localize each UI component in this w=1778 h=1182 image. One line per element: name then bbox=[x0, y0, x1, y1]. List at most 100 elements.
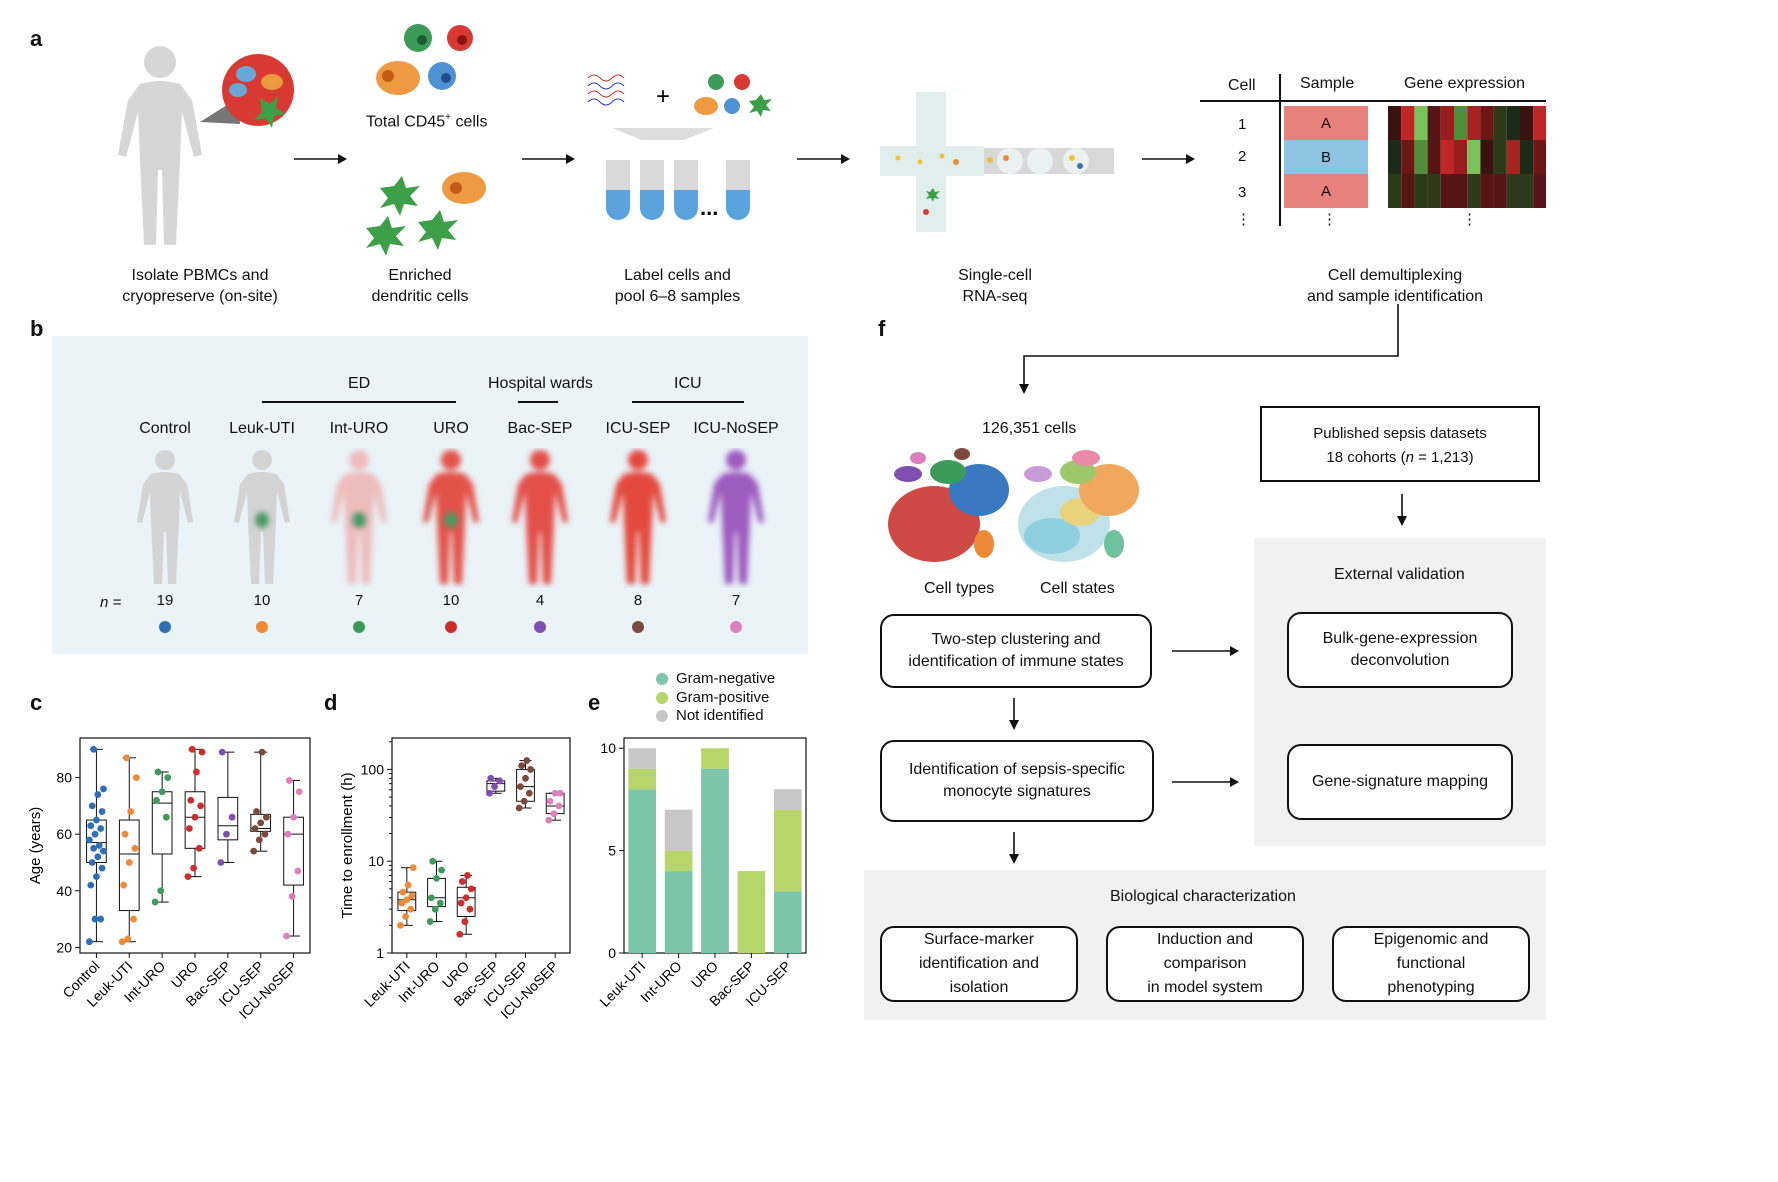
heatmap-cell bbox=[1480, 174, 1494, 208]
data-point bbox=[467, 885, 475, 893]
bar-segment bbox=[628, 748, 657, 769]
legend-item: Gram-negative bbox=[656, 670, 775, 689]
data-point bbox=[461, 918, 469, 925]
arrow-down-icon bbox=[1009, 698, 1019, 730]
heatmap-cell bbox=[1520, 174, 1534, 208]
heatmap-cell bbox=[1493, 140, 1507, 174]
bar-segment bbox=[701, 768, 729, 953]
heatmap-cell bbox=[1520, 140, 1534, 174]
data-point bbox=[97, 825, 105, 832]
total-cells-tail: cells bbox=[451, 113, 488, 131]
x-tick-label: URO bbox=[688, 958, 721, 991]
data-point bbox=[158, 788, 166, 796]
data-point bbox=[294, 867, 302, 875]
data-point bbox=[97, 915, 105, 923]
heatmap-cell bbox=[1480, 140, 1494, 174]
data-point bbox=[522, 774, 529, 782]
group-wards: Hospital wards bbox=[488, 375, 593, 392]
body-silhouette-icon bbox=[610, 450, 666, 584]
heatmap-cell bbox=[1506, 106, 1520, 140]
group-wards-line bbox=[518, 401, 558, 403]
data-point bbox=[285, 777, 293, 784]
table-vdivider bbox=[1279, 74, 1281, 226]
heatmap-cell bbox=[1454, 174, 1468, 208]
bulk-line2: deconvolution bbox=[1350, 652, 1450, 669]
data-point bbox=[438, 866, 445, 874]
heatmap-cell bbox=[1401, 140, 1415, 174]
data-point bbox=[466, 905, 474, 913]
sample-a: A bbox=[1320, 114, 1331, 132]
data-point bbox=[402, 913, 409, 920]
heatmap-cell bbox=[1427, 140, 1441, 174]
data-point bbox=[546, 797, 554, 805]
data-point bbox=[151, 898, 159, 906]
data-point bbox=[121, 830, 129, 838]
cohort-n: 7 bbox=[354, 592, 364, 609]
heatmap-cell bbox=[1388, 174, 1402, 208]
cells-count: 126,351 cells bbox=[982, 420, 1077, 437]
data-point bbox=[127, 808, 135, 815]
heatmap-cell bbox=[1467, 106, 1481, 140]
bar-segment bbox=[773, 789, 802, 810]
data-point bbox=[131, 844, 139, 852]
data-point bbox=[426, 918, 434, 925]
arrow-icon bbox=[1172, 777, 1239, 787]
heatmap-cell bbox=[1533, 106, 1546, 140]
data-point bbox=[433, 874, 440, 882]
step5-line2: and sample identification bbox=[1306, 288, 1484, 305]
data-point bbox=[407, 905, 415, 913]
data-point bbox=[130, 915, 137, 923]
heatmap-cell bbox=[1440, 174, 1454, 208]
induction-line2: in model system bbox=[1147, 979, 1263, 996]
data-point bbox=[397, 921, 404, 929]
infection-site-icon bbox=[255, 512, 269, 528]
external-validation-title: External validation bbox=[1334, 566, 1465, 583]
heatmap-cell bbox=[1467, 174, 1481, 208]
heatmap-cell bbox=[1427, 174, 1441, 208]
microfluidic-chip-icon bbox=[880, 92, 1114, 232]
step1-line2: cryopreserve (on-site) bbox=[122, 288, 278, 305]
pooling-icon: + ... bbox=[587, 74, 772, 220]
table-row-1-cell: 1 bbox=[1238, 116, 1247, 133]
bar-segment bbox=[628, 768, 657, 790]
table-header-cell: Cell bbox=[1228, 77, 1256, 94]
cohort-n: 7 bbox=[731, 592, 741, 609]
box bbox=[217, 796, 239, 841]
data-point bbox=[94, 853, 102, 861]
data-point bbox=[195, 844, 203, 852]
data-point bbox=[100, 847, 107, 855]
heatmap-cell bbox=[1533, 174, 1546, 208]
bar-segment bbox=[664, 809, 693, 851]
step1-line1: Isolate PBMCs and bbox=[131, 267, 269, 284]
legend-swatch bbox=[656, 673, 668, 686]
mapping-label: Gene-signature mapping bbox=[1311, 773, 1489, 791]
heatmap-cell bbox=[1414, 106, 1428, 140]
published-datasets-box: Published sepsis datasets 18 cohorts (n … bbox=[1260, 406, 1540, 482]
arrow-down-icon bbox=[1009, 832, 1019, 864]
data-point bbox=[486, 789, 493, 797]
cohort-n: 19 bbox=[156, 592, 174, 609]
cohort-color-dot bbox=[159, 621, 171, 633]
data-point bbox=[517, 783, 524, 791]
data-point bbox=[198, 748, 206, 756]
heatmap-cell bbox=[1414, 174, 1428, 208]
epigenomic-line1: Epigenomic and functional bbox=[1373, 931, 1489, 972]
bar-segment bbox=[773, 809, 802, 892]
data-point bbox=[87, 822, 95, 830]
data-point bbox=[162, 813, 170, 821]
heatmap-cell bbox=[1388, 140, 1402, 174]
step2-line1: Enriched bbox=[388, 267, 452, 284]
cohort-n: 8 bbox=[633, 592, 643, 609]
x-tick-label: Int-URO bbox=[637, 958, 685, 1006]
y-tick-label: 80 bbox=[56, 770, 72, 786]
cohort-name: ICU-NoSEP bbox=[693, 420, 779, 437]
data-point bbox=[408, 892, 416, 900]
data-point bbox=[462, 894, 470, 902]
data-point bbox=[550, 810, 558, 818]
legend-label: Not identified bbox=[676, 707, 764, 724]
y-tick-label: 10 bbox=[600, 740, 616, 756]
